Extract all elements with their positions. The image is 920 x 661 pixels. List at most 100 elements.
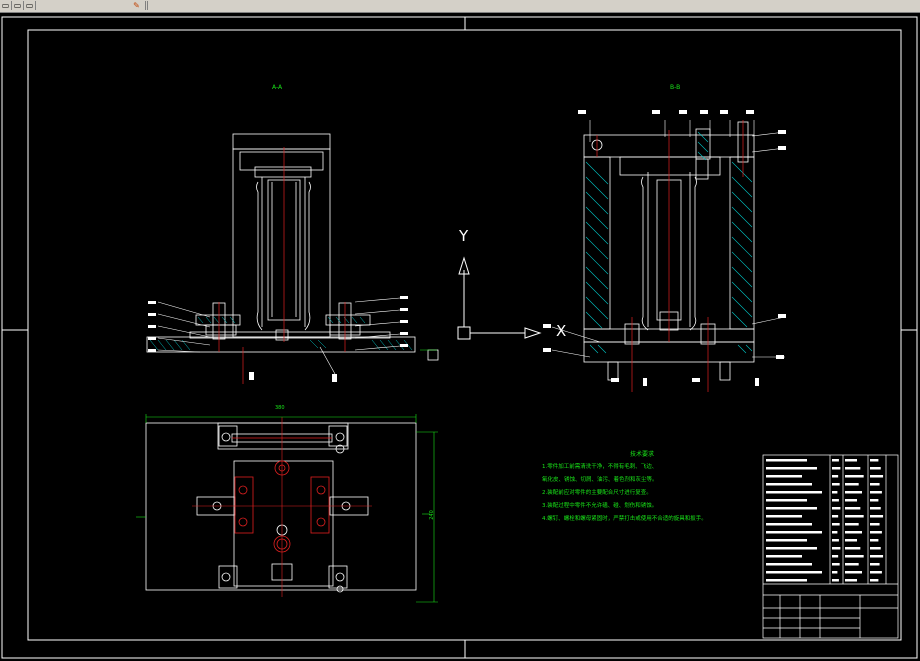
notes-title: 技术要求	[629, 451, 654, 458]
title-block-row-text	[832, 467, 841, 470]
ucs-icon	[457, 256, 542, 340]
title-block-row-text	[845, 499, 857, 502]
title-block-row-text	[870, 483, 880, 486]
title-block-row-text	[845, 563, 859, 566]
title-block-row-text	[870, 563, 880, 566]
title-block-row-text	[832, 515, 839, 518]
title-block-row-text	[870, 579, 879, 582]
title-block-row-text	[766, 459, 807, 462]
title-block-row-text	[845, 459, 857, 462]
plan-height-dimension: 240	[428, 510, 435, 520]
title-block-row-text	[845, 539, 857, 542]
notes-line: 1.零件加工前需清洗干净，不得有毛刺、飞边、	[542, 464, 658, 470]
title-block-row-text	[870, 499, 879, 502]
side-centerlines	[596, 120, 744, 392]
plan-width-dimension: 380	[275, 405, 285, 411]
front-section-view[interactable]	[146, 133, 439, 361]
title-block-row-text	[845, 555, 864, 558]
title-block-row-text	[870, 555, 884, 558]
x-axis-label: X	[556, 322, 567, 340]
side-hatching	[585, 131, 753, 354]
title-block-row-text	[845, 515, 864, 518]
title-block-row-text	[766, 539, 807, 542]
title-block-row-text	[870, 547, 881, 550]
title-block-row-text	[845, 523, 859, 526]
title-block-row-text	[766, 531, 822, 534]
notes-line: 氧化皮、锈蚀、切屑、油污、着色剂和灰尘等。	[542, 477, 658, 483]
side-leaders	[551, 120, 786, 358]
title-block-row-text	[766, 507, 817, 510]
plan-bolts	[212, 432, 351, 593]
title-block-row-text	[832, 547, 841, 550]
title-block-row-text	[766, 571, 822, 574]
title-block-row-text	[870, 475, 884, 478]
title-block-row-text	[870, 523, 880, 526]
title-block-row-text	[870, 491, 882, 494]
y-axis-label: Y	[459, 227, 469, 245]
title-block-row-text	[870, 459, 879, 462]
notes-line: 2.装配前应对零件的主要配合尺寸进行复查。	[542, 490, 652, 496]
title-block-row-text	[845, 531, 862, 534]
title-block-row-text	[832, 523, 840, 526]
title-block-row-text	[832, 475, 839, 478]
title-block-row-text	[832, 539, 839, 542]
title-block-rows	[766, 459, 884, 582]
toolbar-spacer	[36, 1, 146, 10]
title-block-row-text	[766, 523, 812, 526]
title-block-row-text	[845, 491, 862, 494]
title-block-row-text	[845, 571, 862, 574]
drawing-frame	[1, 16, 918, 659]
title-block-row-text	[766, 491, 822, 494]
new-icon[interactable]: ▭	[0, 1, 12, 10]
title-block-row-text	[766, 563, 812, 566]
technical-requirements: 技术要求 1.零件加工前需清洗干净，不得有毛刺、飞边、 氧化皮、锈蚀、切屑、油污…	[542, 448, 712, 526]
title-block-row-text	[870, 539, 879, 542]
title-block-row-text	[832, 579, 839, 582]
title-block-row-text	[832, 459, 839, 462]
front-hatching	[149, 316, 413, 351]
title-block-row-text	[832, 491, 838, 494]
title-block	[762, 454, 899, 639]
title-block-row-text	[845, 467, 861, 470]
title-block-row-text	[766, 547, 817, 550]
front-centerlines	[218, 147, 346, 384]
title-block-row-text	[766, 499, 807, 502]
title-block-row-text	[832, 499, 839, 502]
title-block-row-text	[870, 571, 882, 574]
title-block-row-text	[766, 555, 802, 558]
title-block-row-text	[832, 507, 841, 510]
plan-view[interactable]	[145, 422, 417, 591]
title-block-row-text	[832, 571, 838, 574]
front-leaders	[157, 297, 401, 375]
cad-toolbar: ▭ ▭ ▭ ✎	[0, 0, 920, 13]
plan-dimensions	[136, 349, 438, 603]
title-block-row-text	[766, 467, 817, 470]
title-block-row-text	[870, 507, 881, 510]
title-block-row-text	[832, 555, 839, 558]
match-properties-icon[interactable]: ✎	[126, 1, 148, 10]
title-block-row-text	[845, 579, 857, 582]
title-block-row-text	[870, 515, 884, 518]
title-block-row-text	[845, 507, 861, 510]
title-block-row-text	[766, 579, 807, 582]
side-view-title: B-B	[670, 84, 681, 91]
drawing-canvas[interactable]	[0, 12, 920, 661]
notes-line: 4.螺钉、螺栓和螺母紧固时，严禁打击或使用不合适的旋具和扳手。	[542, 516, 707, 522]
title-block-row-text	[845, 483, 859, 486]
open-icon[interactable]: ▭	[12, 1, 24, 10]
title-block-row-text	[845, 547, 861, 550]
front-view-title: A-A	[272, 84, 283, 91]
title-block-row-text	[870, 531, 882, 534]
side-part-numbers	[543, 110, 786, 386]
title-block-row-text	[766, 475, 802, 478]
title-block-row-text	[832, 563, 840, 566]
title-block-row-text	[766, 515, 802, 518]
title-block-row-text	[845, 475, 864, 478]
save-icon[interactable]: ▭	[24, 1, 36, 10]
title-block-row-text	[832, 483, 840, 486]
title-block-row-text	[832, 531, 838, 534]
notes-line: 3.装配过程中零件不允许磕、碰、划伤和锈蚀。	[542, 503, 658, 509]
front-part-numbers	[148, 296, 408, 382]
title-block-row-text	[870, 467, 881, 470]
plan-centerlines	[192, 417, 372, 597]
